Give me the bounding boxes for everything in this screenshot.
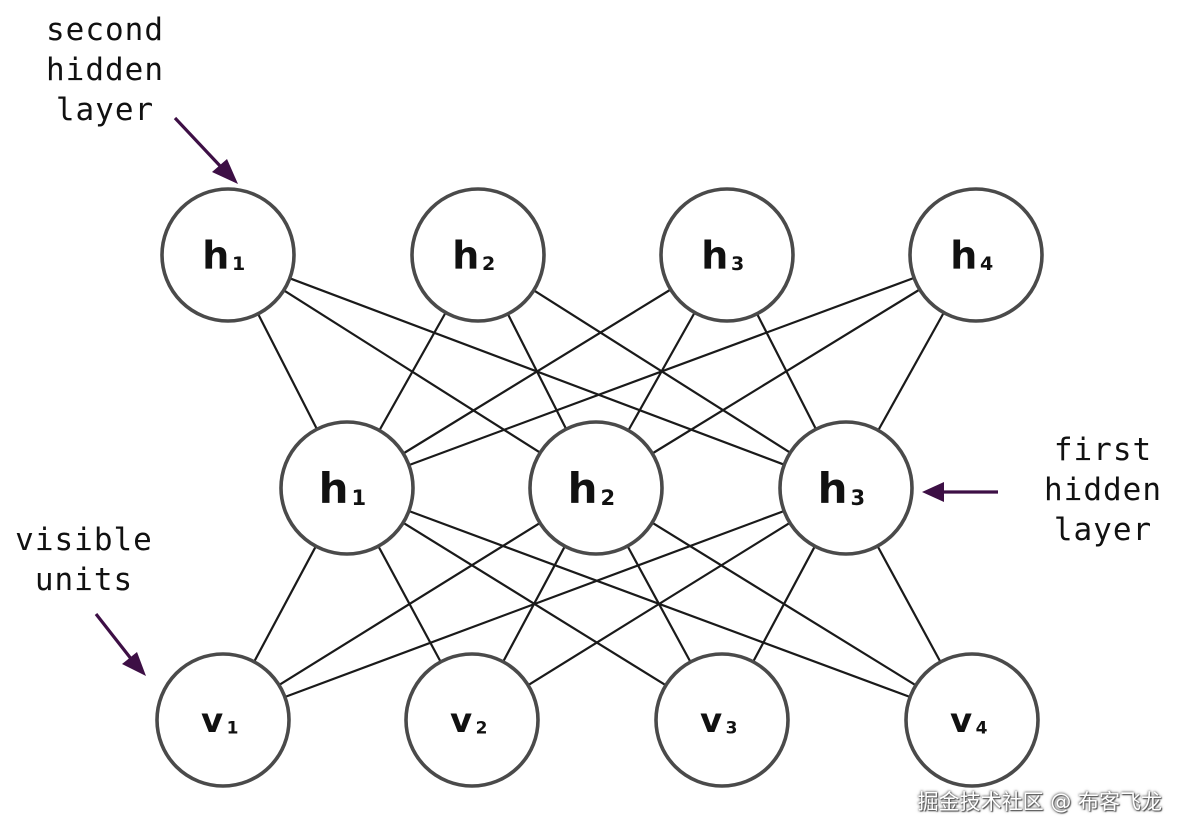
first-hidden-node-circle [778,420,914,556]
visible-node-label: v [950,701,972,741]
visible-node-circle [404,652,540,788]
first-hidden-node-subscript: 2 [600,486,615,510]
second-to-first-edge-4-2 [651,288,921,455]
second-hidden-node-circle [160,187,296,323]
second-hidden-layer-line-3: layer [55,92,155,128]
first-to-visible-edge-1-1 [253,545,317,663]
second-to-first-edge-4-1 [408,276,915,467]
second-to-first-edge-4-3 [877,312,945,431]
second-hidden-node-subscript: 2 [482,253,495,275]
visible-units-line-2: units [34,562,134,598]
first-hidden-layer-line-1: first [1053,432,1153,468]
visible-units-line-1: visible [15,522,153,558]
visible-node-subscript: 1 [227,719,239,739]
visible-node-label: v [450,701,472,741]
second-to-first-edge-2-1 [378,311,447,432]
second-hidden-node-label: h [701,234,728,278]
first-to-visible-edge-3-3 [752,545,816,663]
first-hidden-node-subscript: 1 [351,486,366,510]
second-to-first-edge-1-1 [257,313,318,430]
visible-node-subscript: 3 [726,719,738,739]
first-hidden-layer-line-2: hidden [1044,472,1162,508]
first-hidden-layer-line-3: layer [1053,512,1153,548]
second-hidden-node-label: h [452,234,479,278]
first-hidden-node-label: h [568,464,598,513]
second-hidden-node-circle [410,187,546,323]
second-hidden-node-subscript: 3 [731,253,744,275]
first-to-visible-edge-3-1 [284,509,785,699]
first-hidden-node-label: h [319,464,349,513]
arrow-visible-units-line [94,613,134,661]
second-hidden-layer-label: second hidden layer [30,10,180,130]
visible-node-subscript: 4 [976,719,988,739]
first-to-visible-edge-2-1 [278,521,541,687]
visible-node-circle [155,652,291,788]
second-hidden-layer-line-2: hidden [46,52,164,88]
second-hidden-node-circle [659,187,795,323]
first-hidden-node-subscript: 3 [850,486,865,510]
visible-node-label: v [201,701,223,741]
first-to-visible-edge-3-4 [876,545,942,663]
visible-node-subscript: 2 [476,719,488,739]
second-hidden-node-label: h [202,234,229,278]
second-hidden-node-subscript: 1 [232,253,245,275]
visible-units-label: visible units [14,520,154,600]
second-hidden-node-circle [908,187,1044,323]
arrows-group [94,116,998,676]
arrow-second-hidden-line [173,116,224,170]
first-hidden-node-circle [528,420,664,556]
visible-node-circle [654,652,790,788]
first-to-visible-edge-3-2 [527,521,791,687]
second-hidden-layer-line-1: second [46,12,164,48]
first-hidden-node-circle [279,420,415,556]
edges-group [253,276,945,699]
arrow-second-hidden-head [212,159,238,184]
second-hidden-node-subscript: 4 [980,253,993,275]
first-hidden-node-label: h [818,464,848,513]
arrow-first-hidden-head [922,482,944,502]
visible-node-label: v [700,701,722,741]
second-hidden-node-label: h [950,234,977,278]
watermark-text: 掘金技术社区 @ 布客飞龙 [917,790,1162,814]
arrow-visible-units-head [122,652,146,676]
first-hidden-layer-label: first hidden layer [1032,430,1174,550]
second-to-first-edge-3-1 [402,288,672,455]
visible-node-circle [904,652,1040,788]
